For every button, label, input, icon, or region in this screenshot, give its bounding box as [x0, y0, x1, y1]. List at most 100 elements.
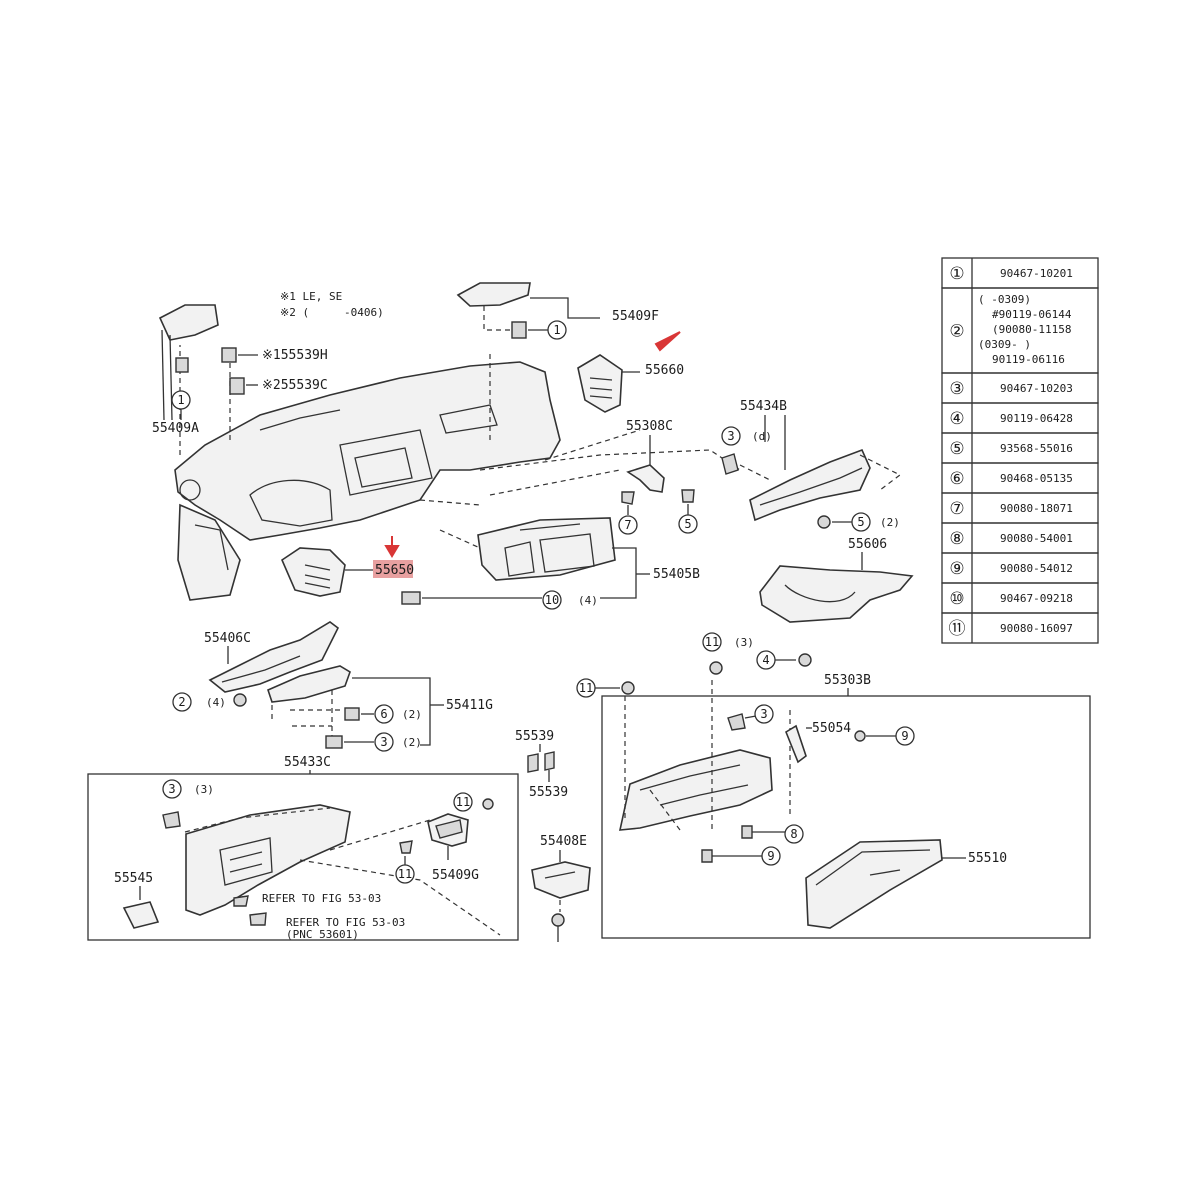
- svg-text:11: 11: [705, 635, 719, 649]
- highlight-55650: [373, 560, 413, 578]
- label-55434B: 55434B: [740, 399, 787, 414]
- svg-text:9: 9: [767, 849, 774, 863]
- table-ref: ⑤: [949, 439, 964, 459]
- table-part-number: (0309- ): [978, 338, 1031, 351]
- label-55409G: 55409G: [432, 868, 479, 883]
- svg-text:7: 7: [624, 518, 631, 532]
- table-ref: ⑧: [949, 529, 964, 549]
- part-55409A: 1 55409A: [152, 304, 219, 436]
- label-55308C: 55308C: [626, 419, 673, 434]
- note-1: ※1 LE, SE: [280, 290, 342, 303]
- svg-text:4: 4: [762, 653, 769, 667]
- svg-text:(d): (d): [752, 430, 772, 443]
- part-55308C: 55308C 7 5: [618, 419, 698, 535]
- label-55433C: 55433C: [284, 755, 331, 770]
- part-55539H: ※155539H: [221, 347, 328, 363]
- refer-note-3: (PNC 53601): [286, 928, 359, 941]
- label-55405B: 55405B: [653, 567, 700, 582]
- svg-text:8: 8: [790, 827, 797, 841]
- svg-text:1: 1: [553, 323, 560, 337]
- svg-text:(2): (2): [402, 708, 422, 721]
- table-ref: ③: [949, 379, 964, 399]
- label-55406C: 55406C: [204, 631, 251, 646]
- svg-text:(3): (3): [194, 783, 214, 796]
- svg-text:11: 11: [579, 681, 593, 695]
- refer-note-2: REFER TO FIG 53-03: [286, 916, 405, 929]
- label-55408E: 55408E: [540, 834, 587, 849]
- group-55303B: 11 (3) 4 11 55303B 3 55054 9 8: [576, 632, 1091, 939]
- svg-text:11: 11: [398, 867, 412, 881]
- table-part-number: #90119-06144: [992, 308, 1072, 321]
- svg-text:(4): (4): [206, 696, 226, 709]
- table-part-number: 93568-55016: [1000, 442, 1073, 455]
- svg-text:5: 5: [684, 517, 691, 531]
- part-55406C: 55406C 2 (4): [172, 621, 340, 712]
- part-55539C: ※255539C: [229, 377, 328, 395]
- table-part-number: ( -0309): [978, 293, 1031, 306]
- part-55434B: 55434B 3 (d) 5 (2): [721, 399, 902, 532]
- label-55539H: ※155539H: [262, 348, 328, 363]
- parts-table: ① 90467-10201 ② ( -0309) #90119-06144 (90080-…: [941, 257, 1099, 644]
- svg-text:(3): (3): [734, 636, 754, 649]
- label-55660: 55660: [645, 363, 684, 378]
- table-part-number: 90080-54012: [1000, 562, 1073, 575]
- part-55539-pair: 55539 55539: [515, 729, 568, 800]
- label-55539C: ※255539C: [262, 378, 328, 393]
- svg-text:10: 10: [545, 593, 559, 607]
- svg-text:3: 3: [760, 707, 767, 721]
- table-part-number: 90467-10201: [1000, 267, 1073, 280]
- svg-text:3: 3: [380, 735, 387, 749]
- table-ref: ①: [949, 264, 964, 284]
- svg-text:9: 9: [901, 729, 908, 743]
- table-ref: ⑩: [949, 589, 964, 609]
- table-ref: ④: [949, 409, 964, 429]
- dashboard-panel: [174, 345, 741, 601]
- svg-text:(2): (2): [880, 516, 900, 529]
- table-part-number: (90080-11158: [992, 323, 1071, 336]
- svg-text:(2): (2): [402, 736, 422, 749]
- table-ref: ⑨: [949, 559, 964, 579]
- svg-text:2: 2: [178, 695, 185, 709]
- label-55409A: 55409A: [152, 421, 199, 436]
- part-55409F: 1 55409F: [456, 282, 659, 340]
- svg-text:3: 3: [727, 429, 734, 443]
- label-55539-a: 55539: [515, 729, 554, 744]
- svg-text:1: 1: [177, 393, 184, 407]
- table-ref: ⑪: [949, 619, 966, 639]
- svg-text:(4): (4): [578, 594, 598, 607]
- table-ref: ⑦: [949, 499, 964, 519]
- group-55433C: 55433C 3 (3) REFER TO FIG 53-03 REFER TO…: [87, 755, 519, 941]
- table-part-number: 90467-09218: [1000, 592, 1073, 605]
- svg-text:6: 6: [380, 707, 387, 721]
- table-part-number: 90080-54001: [1000, 532, 1073, 545]
- table-part-number: 90119-06116: [992, 353, 1065, 366]
- label-55510: 55510: [968, 851, 1007, 866]
- part-55405B: 55405B 10 (4): [401, 517, 700, 610]
- arrow-55660: [654, 331, 681, 352]
- part-55660: 55660: [577, 331, 684, 413]
- table-part-number: 90080-18071: [1000, 502, 1073, 515]
- label-55539-b: 55539: [529, 785, 568, 800]
- arrow-55650: [384, 536, 400, 558]
- table-ref: ②: [949, 322, 964, 342]
- svg-text:3: 3: [168, 782, 175, 796]
- label-55650: 55650: [375, 563, 414, 578]
- refer-note-1: REFER TO FIG 53-03: [262, 892, 381, 905]
- part-55408E: 55408E: [531, 834, 591, 942]
- svg-text:5: 5: [857, 515, 864, 529]
- label-55054: 55054: [812, 721, 851, 736]
- note-2a: ※2 (: [280, 306, 309, 319]
- table-part-number: 90467-10203: [1000, 382, 1073, 395]
- label-55411G: 55411G: [446, 698, 493, 713]
- label-55545: 55545: [114, 871, 153, 886]
- table-ref: ⑥: [949, 469, 964, 489]
- svg-text:11: 11: [456, 795, 470, 809]
- part-55411G: 6 (2) 3 (2) 55411G: [267, 665, 493, 752]
- table-part-number: 90119-06428: [1000, 412, 1073, 425]
- part-55606: 55606: [759, 537, 914, 623]
- part-55650: 55650: [281, 536, 414, 597]
- label-55303B: 55303B: [824, 673, 871, 688]
- table-part-number: 90468-05135: [1000, 472, 1073, 485]
